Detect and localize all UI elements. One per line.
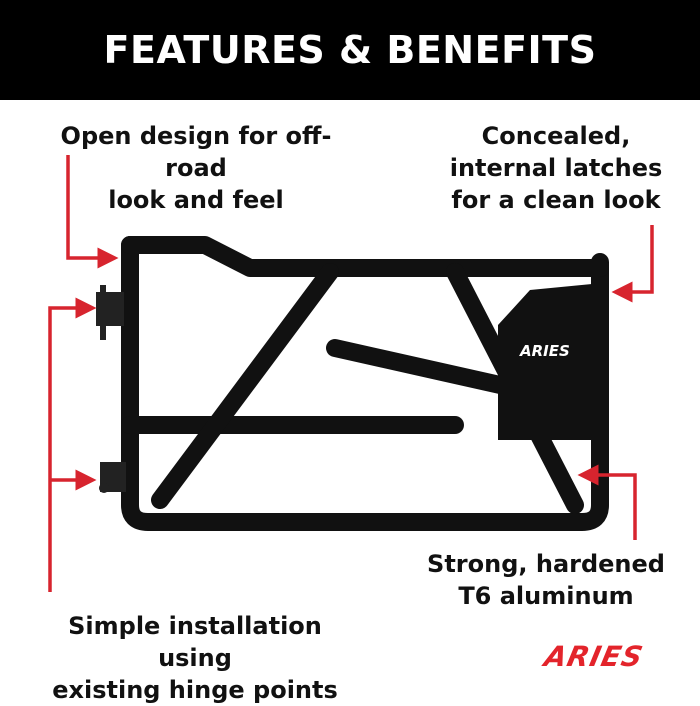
aries-logo: ARIES	[541, 640, 647, 673]
arrow-aluminum	[577, 464, 637, 540]
top-tube	[121, 236, 609, 277]
callout-line: Open design for off-road	[60, 122, 332, 182]
hinge-bottom	[99, 462, 126, 493]
header-banner: FEATURES & BENEFITS	[0, 0, 700, 100]
diagonal-tube	[151, 263, 339, 509]
callout-line: Simple installation using	[68, 612, 322, 672]
callout-aluminum: Strong, hardened T6 aluminum	[426, 548, 666, 612]
callout-line: look and feel	[108, 186, 284, 214]
callout-line: existing hinge points	[52, 676, 338, 704]
callout-line: Concealed,	[481, 122, 631, 150]
callout-latches: Concealed, internal latches for a clean …	[446, 120, 666, 216]
callout-installation: Simple installation using existing hinge…	[30, 610, 360, 706]
arrow-hinge-top	[48, 297, 97, 592]
callout-arrows	[48, 155, 654, 592]
callout-open-design: Open design for off-road look and feel	[38, 120, 354, 216]
latch-panel	[498, 284, 592, 440]
callout-line: for a clean look	[451, 186, 661, 214]
panel-logo: ARIES	[519, 342, 570, 360]
hinge-top	[96, 285, 124, 340]
arrow-open-design	[66, 155, 119, 269]
door-frame	[121, 236, 609, 531]
callout-line: Strong, hardened	[427, 550, 665, 578]
callout-line: T6 aluminum	[458, 582, 634, 610]
page-title: FEATURES & BENEFITS	[103, 28, 597, 72]
brace-tube	[326, 339, 509, 394]
arrow-latches	[611, 225, 654, 303]
tube-door	[121, 236, 609, 531]
callout-line: internal latches	[449, 154, 663, 182]
